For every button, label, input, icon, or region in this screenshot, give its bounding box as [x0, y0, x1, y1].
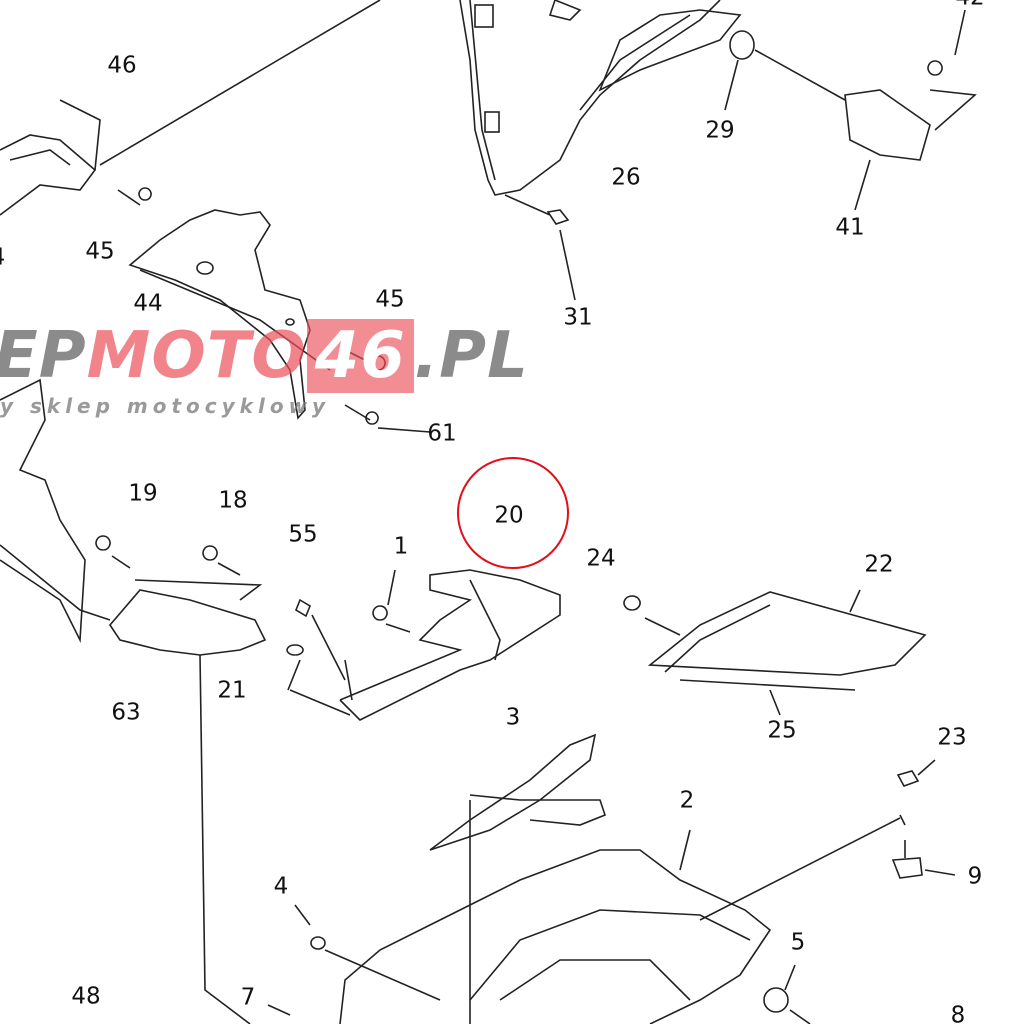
bracket-41 [844, 89, 931, 161]
leader-line [59, 0, 381, 171]
panel-44 [128, 209, 311, 420]
bracket-20 [339, 569, 561, 721]
part-label[interactable]: 31 [563, 304, 593, 331]
part-label[interactable]: 4 [273, 873, 289, 900]
part-label[interactable]: 63 [111, 699, 141, 726]
part-label[interactable]: 29 [705, 117, 735, 144]
watermark-prefix: EP [0, 319, 87, 393]
part-label[interactable]: 41 [835, 214, 865, 241]
nut-31 [504, 194, 570, 225]
watermark-red: MOTO [86, 319, 307, 393]
part-label[interactable]: 5 [790, 929, 806, 956]
bolt-45 [117, 187, 152, 206]
part-label[interactable]: 25 [767, 717, 797, 744]
part-label[interactable]: 18 [218, 487, 248, 514]
part-label[interactable]: 61 [427, 420, 457, 447]
bracket-26 [598, 9, 742, 92]
part-label[interactable]: 24 [586, 545, 616, 572]
part-label[interactable]: 9 [967, 863, 983, 890]
part-label[interactable]: 45 [375, 286, 405, 313]
part-label[interactable]: 55 [288, 521, 318, 548]
tail-cover-2 [339, 849, 772, 1024]
part-label[interactable]: 2 [679, 787, 695, 814]
cover-left [0, 378, 86, 644]
part-label[interactable]: 45 [85, 238, 115, 265]
part-label[interactable]: 21 [217, 677, 247, 704]
trim-3 [429, 733, 597, 851]
bracket-part [0, 134, 97, 216]
part-label[interactable]: 48 [71, 983, 101, 1010]
watermark-suffix: .PL [413, 319, 529, 393]
part-label[interactable]: 8 [950, 1002, 966, 1024]
part-label[interactable]: 3 [505, 704, 521, 731]
part-label[interactable]: 44 [133, 290, 163, 317]
part-label[interactable]: 19 [128, 480, 158, 507]
part-label[interactable]: 26 [611, 164, 641, 191]
part-label[interactable]: 46 [107, 52, 137, 79]
part-label[interactable]: 7 [240, 984, 256, 1011]
part-label[interactable]: 22 [864, 551, 894, 578]
part-label[interactable]: 23 [937, 724, 967, 751]
grommet-29 [729, 30, 755, 60]
watermark-tagline: y sklep motocyklowy [0, 394, 331, 418]
watermark-boxed: 46 [306, 319, 414, 393]
grommet-5 [763, 987, 789, 1013]
part-label[interactable]: 42 [955, 0, 984, 10]
part-label[interactable]: 4 [0, 246, 5, 270]
cover-22 [647, 591, 927, 676]
highlight-circle [457, 457, 569, 569]
part-label-highlighted[interactable]: 20 [494, 502, 524, 529]
part-label[interactable]: 1 [393, 533, 409, 560]
bracket-63 [108, 589, 267, 656]
